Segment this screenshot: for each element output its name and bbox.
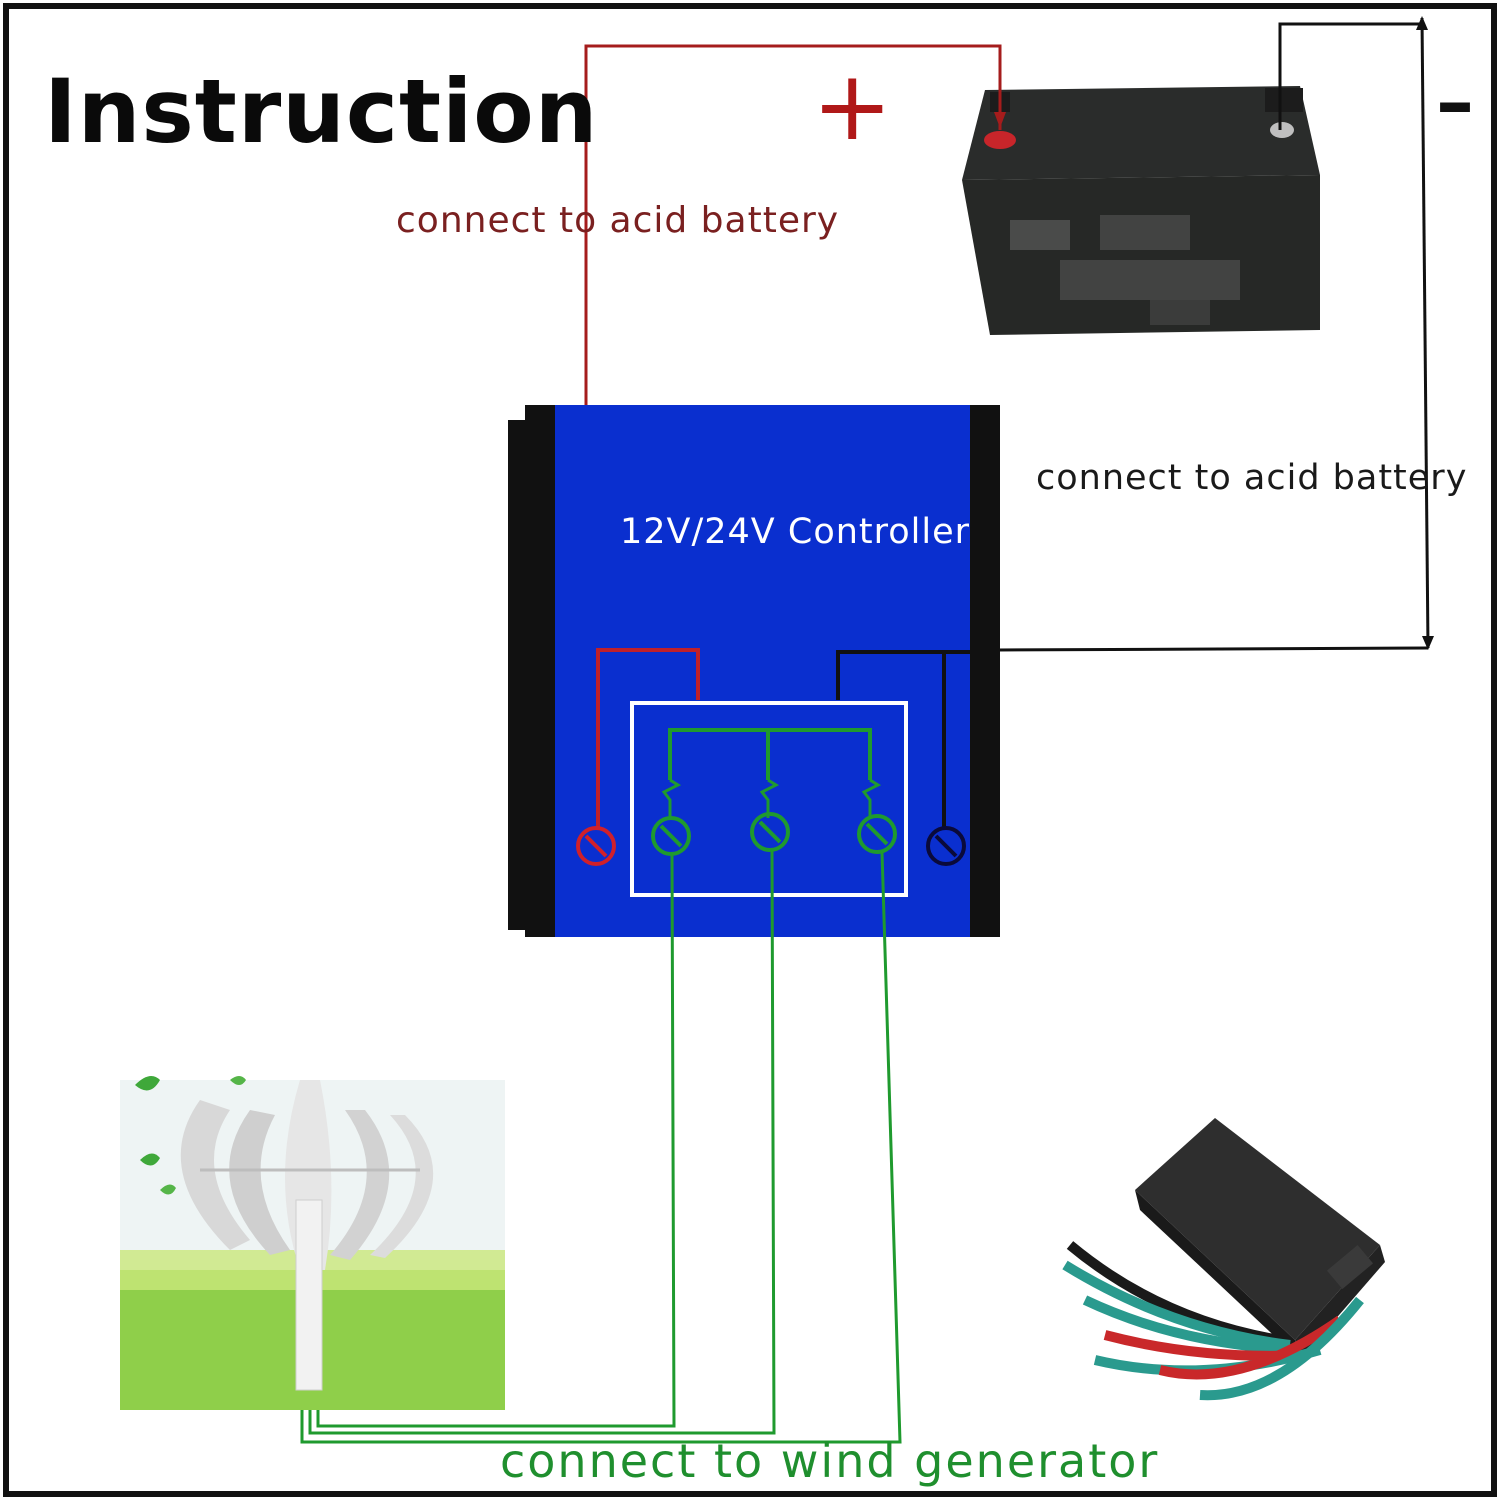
terminal-screw-icon xyxy=(576,826,616,866)
battery-icon xyxy=(962,86,1320,335)
terminal-screw-icon xyxy=(651,816,691,856)
controller-label: 12V/24V Controller xyxy=(620,512,971,552)
terminal-block xyxy=(630,701,908,897)
terminal-screw-icon xyxy=(926,826,966,866)
controller-icon xyxy=(508,405,1000,937)
controller-photo-icon xyxy=(1062,1118,1385,1401)
battery-label-top: connect to acid battery xyxy=(396,200,840,241)
terminal-screw-icon xyxy=(857,814,897,854)
leaf-icon xyxy=(140,1153,160,1166)
battery-label-right: connect to acid battery xyxy=(1036,458,1468,498)
leaf-icon xyxy=(135,1076,160,1091)
terminal-screw-icon xyxy=(750,812,790,852)
negative-wire-top xyxy=(1278,22,1422,130)
negative-wire-bottom xyxy=(997,646,1429,652)
wind-turbine-icon xyxy=(120,1076,505,1410)
wind-generator-label: connect to wind generator xyxy=(500,1434,1160,1488)
negative-wire-vertical xyxy=(1420,17,1430,649)
negative-symbol: – xyxy=(1436,57,1474,146)
leaf-icon xyxy=(160,1184,176,1195)
leaf-icon xyxy=(230,1076,246,1085)
frame-border xyxy=(3,3,1497,1497)
page-title: Instruction xyxy=(44,60,599,163)
positive-symbol: + xyxy=(812,50,893,162)
